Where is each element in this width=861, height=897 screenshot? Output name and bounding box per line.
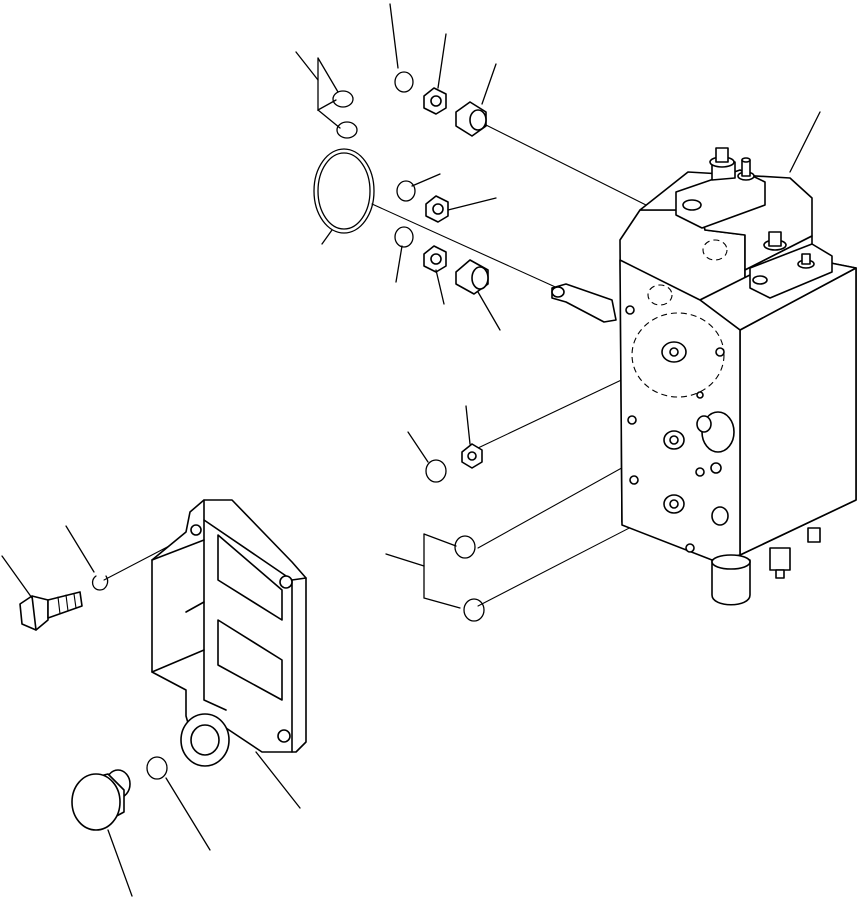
washer: [93, 576, 108, 590]
bolt: [20, 592, 82, 630]
cover-plate: [152, 500, 306, 766]
leader-lines: [2, 4, 820, 896]
sleeves: [456, 102, 488, 294]
plug: [72, 770, 130, 830]
o-rings: [147, 72, 484, 779]
valve-body: [552, 148, 856, 605]
nuts: [424, 88, 482, 468]
alignment-lines: [104, 124, 672, 606]
